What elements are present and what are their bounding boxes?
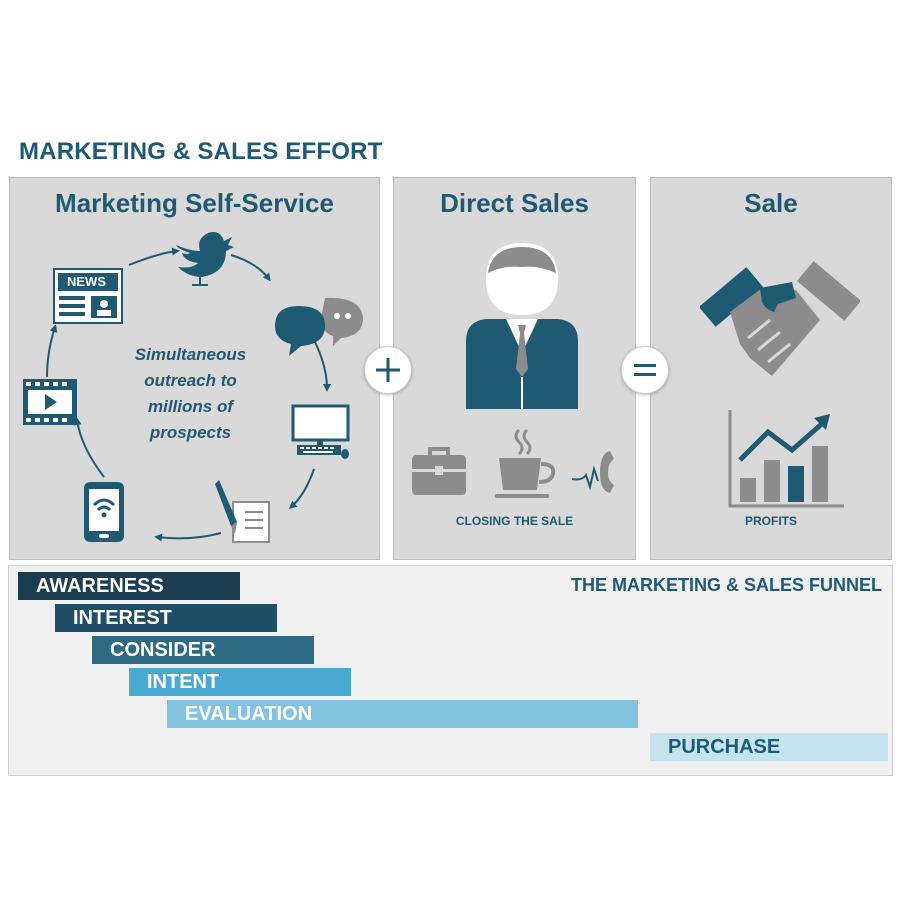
- tagline-line: prospects: [149, 423, 232, 442]
- marketing-tagline: Simultaneous outreach to millions of pro…: [108, 342, 273, 446]
- page-title: MARKETING & SALES EFFORT: [19, 138, 383, 165]
- funnel-stage-purchase: PURCHASE: [650, 733, 888, 761]
- computer-icon: [291, 404, 350, 459]
- funnel-title: THE MARKETING & SALES FUNNEL: [570, 575, 882, 595]
- profits-caption: PROFITS: [744, 514, 797, 528]
- funnel-stage-interest: INTEREST: [55, 604, 277, 632]
- video-player-icon: [23, 379, 77, 425]
- handshake-icon: [700, 261, 860, 376]
- coffee-cup-icon: [495, 428, 556, 498]
- telephone-icon: [571, 451, 614, 493]
- profit-chart-icon: [728, 410, 844, 508]
- tagline-line: outreach to: [144, 371, 237, 390]
- marketing-panel: Marketing Self-Service: [9, 177, 380, 560]
- sale-panel-title: Sale: [744, 188, 798, 218]
- pen-and-paper-icon: [215, 480, 270, 543]
- equals-operator: =: [621, 346, 669, 394]
- plus-operator: +: [364, 346, 412, 394]
- funnel-stage-awareness: AWARENESS: [18, 572, 240, 600]
- chat-bubbles-icon: [275, 297, 363, 356]
- news-icon: NEWS: [53, 268, 123, 324]
- twitter-bird-icon: [176, 232, 234, 286]
- direct-sales-panel-title: Direct Sales: [440, 188, 589, 218]
- closing-the-sale-caption: CLOSING THE SALE: [455, 514, 574, 528]
- tagline-line: Simultaneous: [134, 345, 247, 364]
- marketing-panel-title: Marketing Self-Service: [55, 188, 334, 218]
- funnel-stage-intent: INTENT: [129, 668, 351, 696]
- smartphone-wifi-icon: [84, 482, 124, 542]
- briefcase-icon: [412, 447, 466, 495]
- businessman-icon: [466, 243, 578, 409]
- funnel-stage-consider: CONSIDER: [92, 636, 314, 664]
- news-label: NEWS: [67, 274, 106, 289]
- tagline-line: millions of: [148, 397, 233, 416]
- funnel-stage-evaluation: EVALUATION: [167, 700, 638, 728]
- marketing-cycle-diagram: [46, 247, 331, 542]
